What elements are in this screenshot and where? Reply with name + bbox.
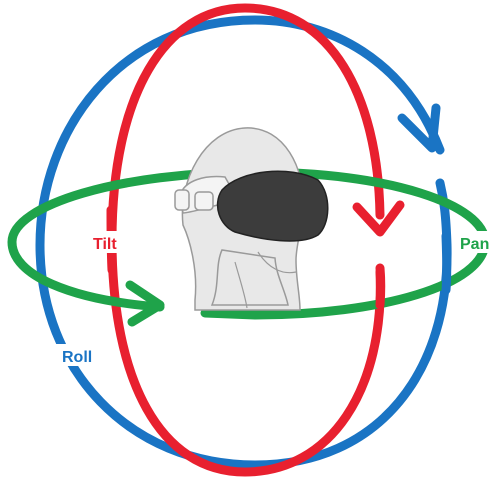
roll-label: Roll — [62, 349, 92, 366]
roll-label-group: Roll — [55, 344, 103, 366]
pan-label: Pan — [460, 236, 489, 253]
pan-label-group: Pan — [455, 231, 493, 253]
head-with-headset-icon — [174, 127, 329, 311]
roll-ring-front — [441, 231, 452, 295]
roll-ring — [35, 15, 452, 470]
tilt-arrowhead — [352, 200, 405, 237]
tilt-label: Tilt — [93, 236, 117, 253]
roll-arrowhead — [397, 103, 441, 153]
tilt-label-group: Tilt — [88, 231, 128, 253]
pan-arrowhead — [125, 280, 165, 327]
